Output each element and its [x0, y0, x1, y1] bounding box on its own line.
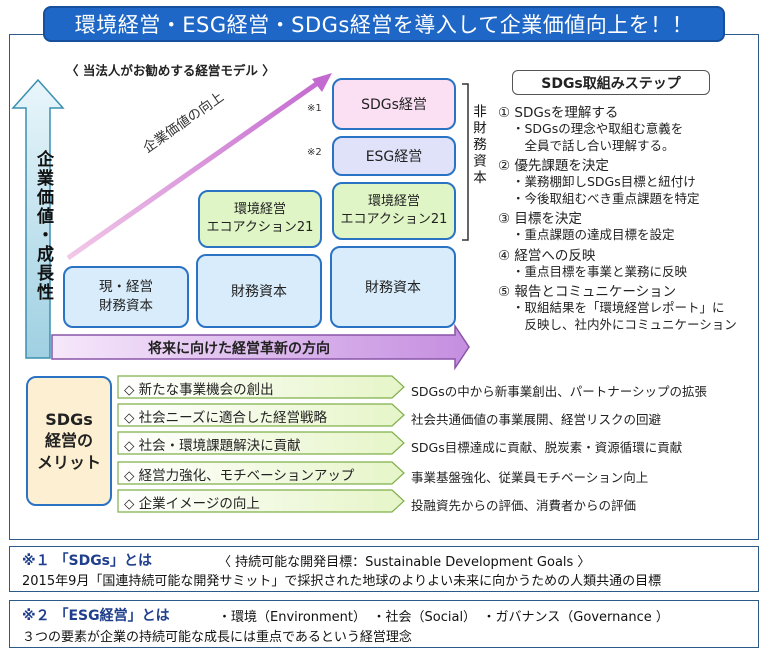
note-mark-1: ※1: [307, 103, 322, 114]
step-1-sub-1: ・SDGsの理念や取組む意義を: [512, 121, 684, 136]
col2-eco-action-box: 環境経営 エコアクション21: [198, 190, 322, 248]
vertical-axis-label: 企業価値・成長性: [33, 150, 53, 302]
merit-item-4-label: ◇ 経営力強化、モチベーションアップ: [124, 468, 355, 484]
merit-item-5-desc: 投融資先からの評価、消費者からの評価: [411, 498, 637, 513]
step-5-head: ⑤ 報告とコミュニケーション: [498, 284, 677, 300]
page-title: 環境経営・ESG経営・SDGs経営を導入して企業価値向上を！！: [43, 6, 725, 42]
step-1-sub-2: 全員で話し合い理解する。: [512, 137, 675, 153]
merit-item-5-label: ◇ 企業イメージの向上: [124, 496, 260, 512]
merit-item-3-label: ◇ 社会・環境課題解決に貢献: [124, 438, 301, 454]
note-mark-2: ※2: [307, 147, 322, 158]
step-1-head: ① SDGsを理解する: [498, 105, 619, 121]
non-financial-bracket: [462, 83, 469, 241]
note-1-detail: 〈 持続可能な開発目標：Sustainable Development Goal…: [218, 555, 591, 570]
arrows-layer: [11, 73, 470, 371]
step-2-head: ② 優先課題を決定: [498, 158, 609, 174]
step-2-sub-1: ・業務棚卸しSDGs目標と紐付け: [512, 174, 696, 189]
step-4-sub-1: ・重点目標を事業と業務に反映: [512, 263, 688, 279]
step-5-sub-2: 反映し、社内外にコミュニケーション: [512, 316, 737, 332]
merit-arrow-4: [117, 461, 405, 485]
note-2-body: ３つの要素が企業の持続可能な成長には重点であるという経営理念: [22, 630, 412, 645]
merit-arrow-2: [117, 403, 405, 427]
note-1-head: ※１ 「SDGs」とは: [22, 553, 153, 569]
merit-item-1-desc: SDGsの中から新事業創出、パートナーシップの拡張: [411, 384, 708, 399]
merit-title-line-3: メリット: [36, 452, 101, 472]
bottom-arrow-label: 将来に向けた経営革新の方向: [148, 341, 330, 357]
merit-item-2-label: ◇ 社会ニーズに適合した経営戦略: [124, 410, 327, 426]
merit-title-line-2: 経営の: [44, 431, 93, 451]
sdgs-management-box: SDGs経営: [332, 78, 456, 130]
step-3-head: ③ 目標を決定: [498, 211, 582, 227]
step-2-sub-2: ・今後取組むべき重点課題を特定: [512, 190, 700, 206]
merit-arrow-5: [117, 489, 405, 513]
merit-item-3-desc: SDGs目標達成に貢献、脱炭素・資源循環に貢献: [411, 440, 683, 455]
horizontal-direction-arrow: [51, 323, 470, 371]
merit-title-box: SDGs 経営の メリット: [26, 376, 112, 506]
esg-management-box: ESG経営: [332, 136, 456, 176]
steps-title: SDGs取組みステップ: [512, 70, 710, 95]
current-finance-box: 現・経営 財務資本: [63, 266, 189, 328]
model-subtitle: 〈 当法人がお勧めする経営モデル 〉: [66, 63, 275, 78]
note-2-detail: ・環境（Environment） ・社会（Social） ・ガバナンス（Gove…: [218, 610, 669, 625]
merit-item-1-label: ◇ 新たな事業機会の創出: [124, 382, 274, 398]
non-financial-label: 非財務資本: [470, 104, 486, 187]
merit-arrow-1: [117, 375, 405, 399]
note-2-frame: [9, 600, 759, 648]
step-5-sub-1: ・取組結果を「環境経営レポート」に: [512, 300, 725, 315]
diagonal-value-arrow: [66, 73, 332, 261]
merit-item-2-desc: 社会共通価値の事業展開、経営リスクの回避: [411, 412, 662, 427]
note-2-head: ※２ 「ESG経営」とは: [22, 608, 170, 624]
col3-finance-box: 財務資本: [330, 246, 456, 328]
merit-arrows-layer: [117, 375, 405, 513]
note-1-frame: [9, 546, 759, 592]
col3-eco-action-box: 環境経営 エコアクション21: [332, 182, 456, 240]
vertical-growth-arrow: [11, 78, 65, 359]
step-4-head: ④ 経営への反映: [498, 247, 596, 264]
step-3-sub-1: ・重点課題の達成目標を設定: [512, 227, 675, 242]
merit-arrow-3: [117, 431, 405, 455]
merit-item-4-desc: 事業基盤強化、従業員モチベーション向上: [411, 470, 649, 485]
note-1-body: 2015年9月「国連持続可能な開発サミット」で採択された地球のよりよい未来に向か…: [22, 574, 662, 589]
merit-title-line-1: SDGs: [45, 409, 93, 429]
steps-list: ① SDGsを理解する ・SDGsの理念や取組む意義を 全員で話し合い理解する。…: [498, 101, 737, 333]
col2-finance-box: 財務資本: [196, 254, 322, 328]
